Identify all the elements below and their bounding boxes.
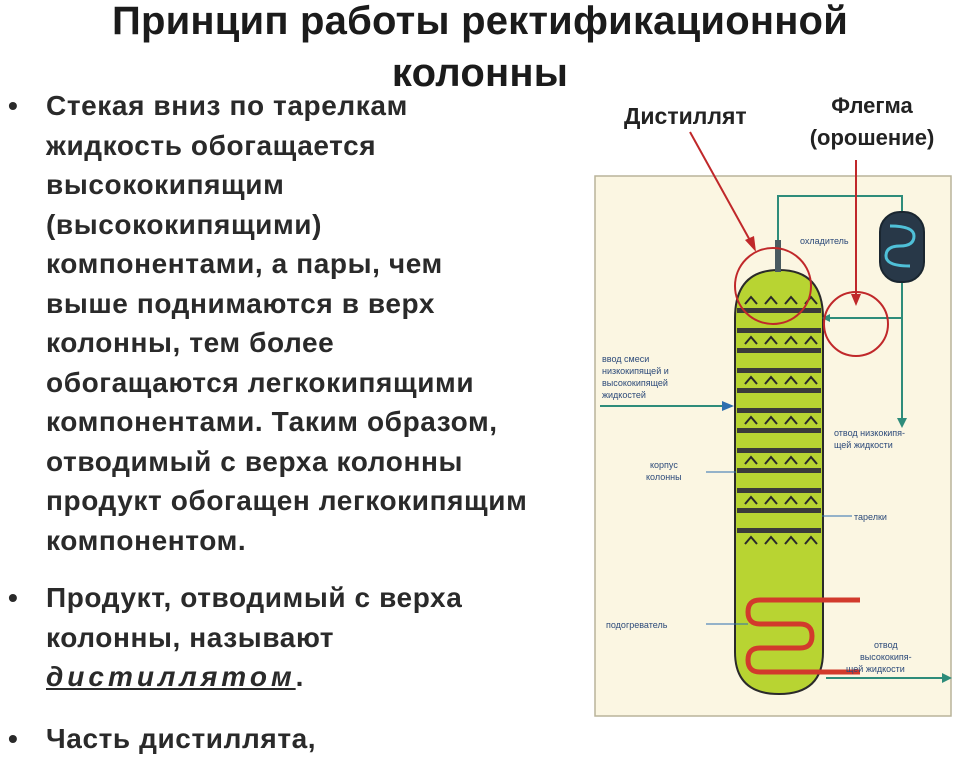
label-heater: подогреватель xyxy=(606,620,668,630)
tray xyxy=(737,348,821,353)
label-high-out-1: отвод xyxy=(874,640,898,650)
label-body-1: корпус xyxy=(650,460,678,470)
tray xyxy=(737,328,821,333)
tray xyxy=(737,488,821,493)
label-low-out-2: щей жидкости xyxy=(834,440,893,450)
label-low-out-1: отвод низкокипя- xyxy=(834,428,905,438)
label-body-2: колонны xyxy=(646,472,682,482)
label-feed-3: высококипящей xyxy=(602,378,668,388)
bullet-line: Часть дистиллята, xyxy=(46,719,590,758)
tray xyxy=(737,528,821,533)
tray xyxy=(737,388,821,393)
bullet-item-3: • Часть дистиллята, xyxy=(0,719,590,758)
label-feed-1: ввод смеси xyxy=(602,354,649,364)
label-high-out-3: щей жидкости xyxy=(846,664,905,674)
label-cooler: охладитель xyxy=(800,236,849,246)
label-feed-2: низкокипящей и xyxy=(602,366,669,376)
tray xyxy=(737,508,821,513)
column-diagram: охладитель ввод смеси низкокипящей и выс… xyxy=(0,0,960,720)
label-feed-4: жидкостей xyxy=(602,390,646,400)
tray xyxy=(737,308,821,313)
tray xyxy=(737,368,821,373)
tray xyxy=(737,468,821,473)
distillate-outlet-pipe xyxy=(775,240,781,272)
label-trays: тарелки xyxy=(854,512,887,522)
tray xyxy=(737,448,821,453)
label-high-out-2: высококипя- xyxy=(860,652,912,662)
bullet-dot: • xyxy=(8,719,18,758)
tray xyxy=(737,408,821,413)
tray xyxy=(737,428,821,433)
